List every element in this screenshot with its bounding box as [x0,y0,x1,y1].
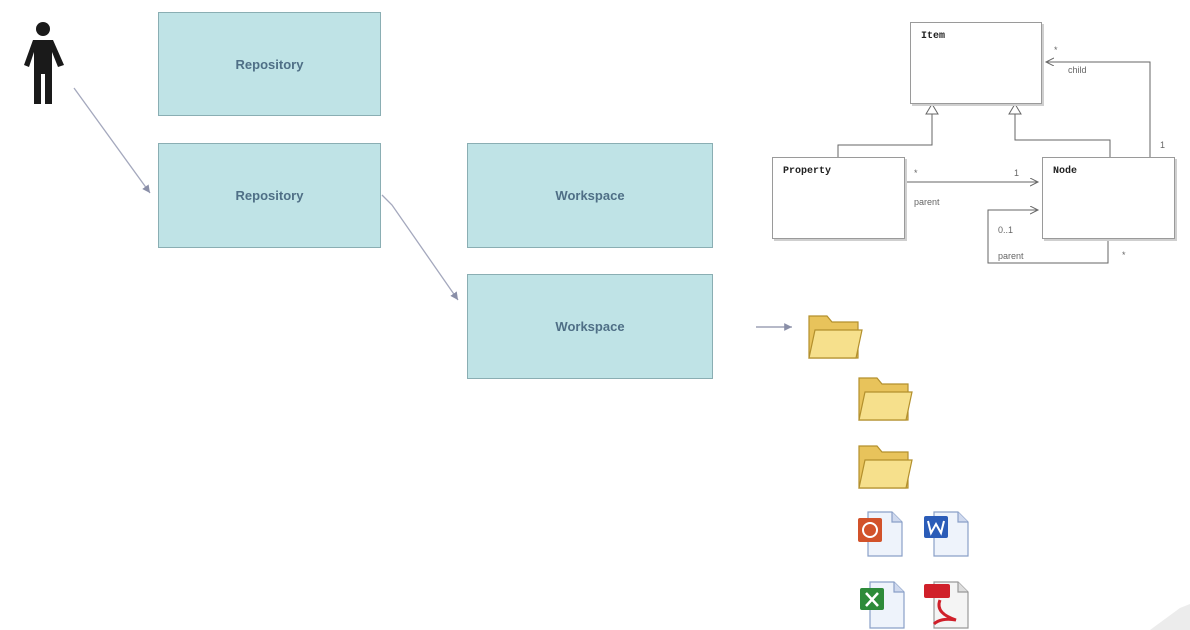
folder-icon[interactable] [856,438,914,496]
pdf-file-icon[interactable] [922,580,972,630]
self-multiplicity: 0..1 [998,225,1014,235]
property-multiplicity: * [914,168,918,178]
repository-box[interactable]: Repository [158,12,381,116]
uml-class-node-name: Node [1053,166,1078,177]
workspace-box-label: Workspace [555,319,625,334]
uml-class-node: Node [1042,157,1175,239]
child-multiplicity: * [1054,45,1058,55]
property-parent-label: parent [914,197,940,207]
repository-to-workspace-connector [381,194,459,301]
workspace-box-selected[interactable]: Workspace [467,274,713,379]
uml-class-item: Item [910,22,1042,104]
person-icon [24,22,64,104]
workspace-box[interactable]: Workspace [467,143,713,248]
workspace-box-label: Workspace [555,188,625,203]
self-star-label: * [1122,250,1126,260]
node-to-item-multiplicity: 1 [1160,140,1166,150]
uml-class-item-name: Item [921,31,946,42]
user-to-repository-connector [73,87,151,194]
word-file-icon[interactable] [922,508,972,560]
uml-class-property: Property [772,157,905,239]
folder-icon[interactable] [856,370,914,428]
repository-box-selected[interactable]: Repository [158,143,381,248]
child-role-label: child [1068,65,1087,75]
uml-class-property-name: Property [783,166,832,177]
excel-file-icon[interactable] [858,580,908,630]
repository-box-label: Repository [235,188,304,203]
repository-box-label: Repository [235,56,304,72]
node-multiplicity: 1 [1014,168,1020,178]
page-corner-shape [1150,604,1190,630]
folder-icon[interactable] [806,308,864,366]
self-parent-label: parent [998,251,1024,261]
powerpoint-file-icon[interactable] [856,508,906,560]
